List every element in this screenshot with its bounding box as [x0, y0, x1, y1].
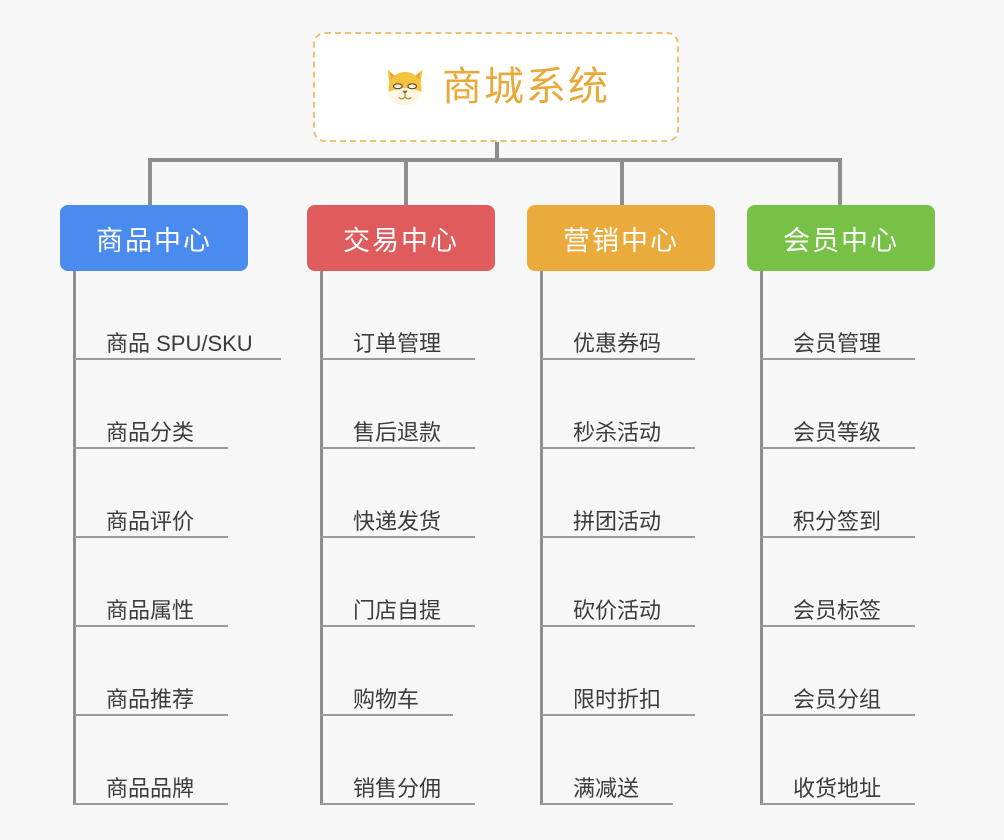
leaf-label: 商品评价: [106, 508, 195, 534]
leaf-underline: [540, 625, 695, 627]
branch-column-3: 营销中心 优惠券码 秒杀活动 拼团活动 砍价活动 限时折扣: [527, 205, 715, 805]
category-box-3[interactable]: 营销中心: [527, 205, 715, 271]
list-item[interactable]: 拼团活动: [540, 449, 715, 538]
leaf-underline: [760, 447, 915, 449]
branch-column-2: 交易中心 订单管理 售后退款 快递发货 门店自提 购物车: [307, 205, 495, 805]
leaf-label: 商品分类: [106, 419, 195, 445]
category-label-1: 商品中心: [96, 225, 212, 256]
list-item[interactable]: 收货地址: [760, 716, 935, 805]
list-item[interactable]: 商品评价: [73, 449, 248, 538]
list-item[interactable]: 秒杀活动: [540, 360, 715, 449]
leaf-list-3: 优惠券码 秒杀活动 拼团活动 砍价活动 限时折扣 满减送: [540, 271, 715, 805]
list-item[interactable]: 砍价活动: [540, 538, 715, 627]
connector-horizontal-bar: [148, 158, 842, 162]
list-item[interactable]: 限时折扣: [540, 627, 715, 716]
leaf-list-2: 订单管理 售后退款 快递发货 门店自提 购物车 销售分佣: [320, 271, 495, 805]
leaf-underline: [73, 447, 228, 449]
leaf-label: 优惠券码: [573, 330, 662, 356]
leaf-underline: [320, 447, 475, 449]
leaf-list-1: 商品 SPU/SKU 商品分类 商品评价 商品属性 商品推荐 商品品牌: [73, 271, 281, 805]
list-item[interactable]: 购物车: [320, 627, 495, 716]
leaf-underline: [73, 625, 228, 627]
leaf-underline: [540, 536, 695, 538]
leaf-label: 会员等级: [793, 419, 882, 445]
leaf-label: 满减送: [573, 775, 640, 801]
leaf-label: 商品推荐: [106, 686, 195, 712]
list-item[interactable]: 商品属性: [73, 538, 248, 627]
leaf-label: 秒杀活动: [573, 419, 662, 445]
leaf-label: 订单管理: [353, 330, 442, 356]
leaf-label: 砍价活动: [573, 597, 662, 623]
leaf-underline: [73, 803, 228, 805]
leaf-list-4: 会员管理 会员等级 积分签到 会员标签 会员分组 收货地址: [760, 271, 935, 805]
list-item[interactable]: 商品分类: [73, 360, 248, 449]
category-label-2: 交易中心: [343, 225, 459, 256]
leaf-label: 商品 SPU/SKU: [106, 330, 253, 356]
leaf-underline: [73, 536, 228, 538]
leaf-underline: [760, 358, 915, 360]
leaf-underline: [320, 536, 475, 538]
leaf-underline: [760, 714, 915, 716]
leaf-label: 售后退款: [353, 419, 442, 445]
leaf-label: 商品属性: [106, 597, 195, 623]
branch-column-1: 商品中心 商品 SPU/SKU 商品分类 商品评价 商品属性 商品推荐: [60, 205, 281, 805]
leaf-label: 拼团活动: [573, 508, 662, 534]
leaf-underline: [540, 447, 695, 449]
leaf-label: 快递发货: [353, 508, 442, 534]
leaf-underline: [540, 358, 695, 360]
leaf-underline: [320, 803, 475, 805]
leaf-label: 会员管理: [793, 330, 882, 356]
leaf-underline: [760, 536, 915, 538]
leaf-label: 购物车: [353, 686, 420, 712]
list-item[interactable]: 商品品牌: [73, 716, 248, 805]
connector-stem: [495, 142, 499, 162]
connector-drop-1: [148, 158, 152, 206]
leaf-underline: [320, 714, 453, 716]
shiba-dog-icon: [387, 69, 423, 105]
leaf-label: 门店自提: [353, 597, 442, 623]
category-label-3: 营销中心: [563, 225, 679, 256]
leaf-underline: [760, 803, 915, 805]
leaf-underline: [540, 714, 695, 716]
connector-drop-2: [404, 158, 408, 206]
leaf-underline: [760, 625, 915, 627]
category-box-1[interactable]: 商品中心: [60, 205, 248, 271]
list-item[interactable]: 订单管理: [320, 271, 495, 360]
leaf-label: 会员分组: [793, 686, 882, 712]
leaf-label: 积分签到: [793, 508, 882, 534]
leaf-underline: [73, 714, 228, 716]
branch-column-4: 会员中心 会员管理 会员等级 积分签到 会员标签 会员分组: [747, 205, 935, 805]
category-box-2[interactable]: 交易中心: [307, 205, 495, 271]
list-item[interactable]: 会员标签: [760, 538, 935, 627]
list-item[interactable]: 会员分组: [760, 627, 935, 716]
connector-drop-4: [838, 158, 842, 206]
list-item[interactable]: 会员管理: [760, 271, 935, 360]
leaf-underline: [540, 803, 673, 805]
list-item[interactable]: 满减送: [540, 716, 715, 805]
category-label-4: 会员中心: [783, 225, 899, 256]
leaf-label: 会员标签: [793, 597, 882, 623]
connector-drop-3: [620, 158, 624, 206]
list-item[interactable]: 售后退款: [320, 360, 495, 449]
leaf-underline: [320, 625, 475, 627]
leaf-label: 商品品牌: [106, 775, 195, 801]
list-item[interactable]: 会员等级: [760, 360, 935, 449]
leaf-label: 销售分佣: [353, 775, 442, 801]
category-box-4[interactable]: 会员中心: [747, 205, 935, 271]
list-item[interactable]: 销售分佣: [320, 716, 495, 805]
list-item[interactable]: 门店自提: [320, 538, 495, 627]
root-node-title: 商城系统: [442, 65, 610, 109]
leaf-label: 收货地址: [793, 775, 882, 801]
root-node-mall-system[interactable]: 商城系统: [313, 32, 679, 142]
list-item[interactable]: 快递发货: [320, 449, 495, 538]
list-item[interactable]: 商品 SPU/SKU: [73, 271, 281, 360]
leaf-label: 限时折扣: [573, 686, 662, 712]
leaf-underline: [320, 358, 475, 360]
list-item[interactable]: 商品推荐: [73, 627, 248, 716]
list-item[interactable]: 优惠券码: [540, 271, 715, 360]
leaf-underline: [73, 358, 281, 360]
list-item[interactable]: 积分签到: [760, 449, 935, 538]
